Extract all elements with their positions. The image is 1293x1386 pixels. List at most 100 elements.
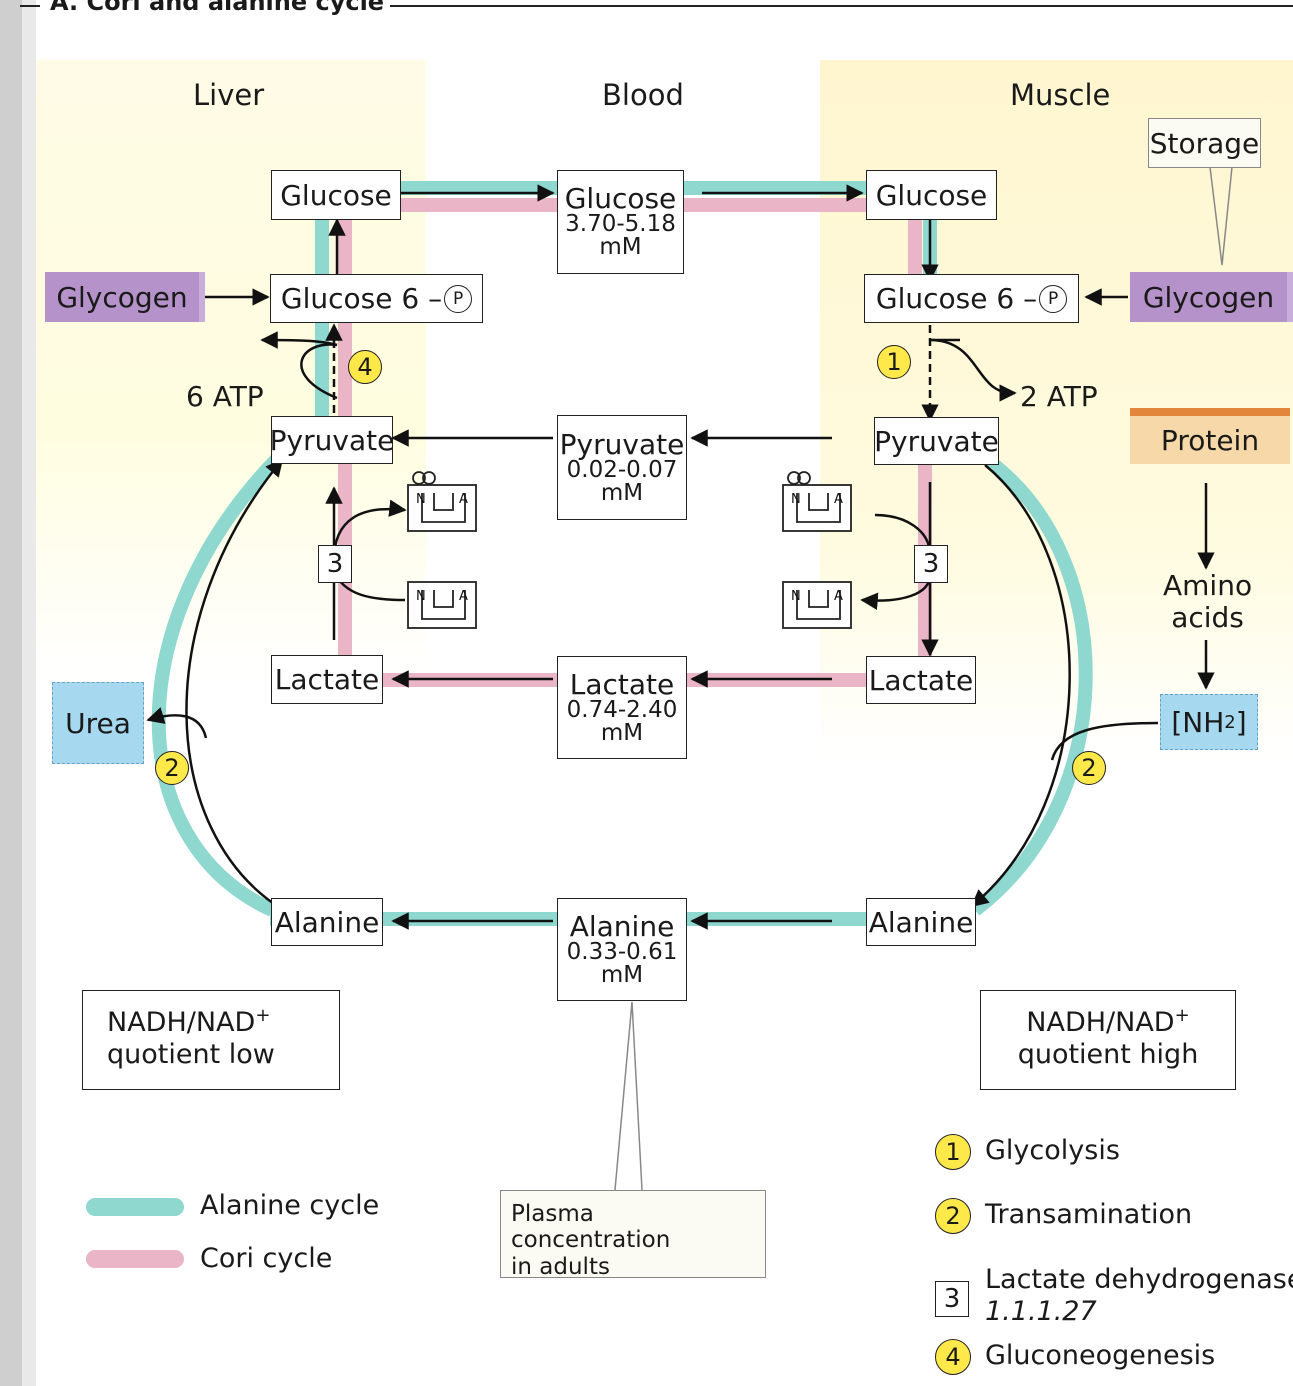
plasma-callout-pointer xyxy=(614,1001,643,1191)
legend-gluconeogenesis: Gluconeogenesis xyxy=(985,1340,1216,1371)
legend-cori-cycle: Cori cycle xyxy=(200,1243,333,1274)
liver-6atp: 6 ATP xyxy=(186,380,264,413)
blood-alanine-value: 0.33-0.61 xyxy=(566,938,678,965)
storage-callout-pointer xyxy=(1209,166,1233,266)
urea-box: Urea xyxy=(52,682,144,764)
liver-alanine: Alanine xyxy=(271,898,383,946)
liver-lactate-label: Lactate xyxy=(274,663,380,696)
muscle-lactate-label: Lactate xyxy=(868,663,974,697)
arrow-nh2-to-transamination xyxy=(1050,721,1159,761)
muscle-quotient-sup: + xyxy=(1174,1005,1190,1026)
muscle-quotient-line2: quotient high xyxy=(1017,1039,1199,1071)
muscle-pyruvate-label: Pyruvate xyxy=(874,424,999,458)
svg-text:A: A xyxy=(834,589,843,604)
muscle-glucose6-label: Glucose 6 xyxy=(875,282,1015,315)
muscle-glucose-6-phosphate: Glucose 6 –P xyxy=(864,274,1079,323)
marker-2-liver-transamination: 2 xyxy=(155,751,189,785)
legend-marker-3: 3 xyxy=(935,1281,969,1317)
legend-marker-2: 2 xyxy=(935,1198,971,1234)
blood-pyruvate-value: 0.02-0.07 xyxy=(566,456,678,483)
protein-label: Protein xyxy=(1160,423,1260,457)
svg-text:N: N xyxy=(791,589,801,604)
legend-alanine-cycle: Alanine cycle xyxy=(200,1190,380,1221)
nad-symbol-liver-bottom: N A xyxy=(407,581,477,629)
amino-acids-line2: acids xyxy=(1171,601,1244,635)
marker-3-liver-ldh: 3 xyxy=(318,545,352,583)
svg-text:N: N xyxy=(416,589,426,604)
legend-swatch-alanine xyxy=(86,1198,184,1216)
arrow-liver-to-urea xyxy=(146,707,208,739)
nh2-bracket: ] xyxy=(1235,705,1247,739)
page-edge-shadow-light xyxy=(22,0,36,1386)
region-liver: Liver xyxy=(193,78,265,112)
liver-lactate: Lactate xyxy=(271,655,383,704)
liver-glucose-6-phosphate: Glucose 6 –P xyxy=(270,274,483,323)
muscle-glucose: Glucose xyxy=(866,170,997,220)
liver-quotient-line1: NADH/NAD xyxy=(107,1007,256,1038)
legend-marker-4: 4 xyxy=(935,1339,971,1375)
muscle-alanine: Alanine xyxy=(866,898,976,946)
blood-glucose: Glucose 3.70-5.18 mM xyxy=(557,170,684,274)
nad-symbol-muscle-bottom: N A xyxy=(782,581,852,629)
blood-pyruvate-name: Pyruvate xyxy=(559,427,685,461)
muscle-nadh-quotient: NADH/NAD+ quotient high xyxy=(980,990,1236,1090)
muscle-glycogen: Glycogen xyxy=(1130,272,1293,322)
blood-pyruvate: Pyruvate 0.02-0.07 mM xyxy=(557,415,687,520)
plasma-concentration-note: Plasma concentration in adults xyxy=(500,1190,766,1280)
blood-glucose-name: Glucose xyxy=(564,182,677,215)
liver-pyruvate-label: Pyruvate xyxy=(269,423,395,457)
blood-lactate-unit: mM xyxy=(600,719,644,746)
svg-text:A: A xyxy=(459,492,468,507)
plasma-note-line1: Plasma concentration xyxy=(511,1201,671,1254)
liver-pyruvate: Pyruvate xyxy=(269,416,395,464)
svg-text:N: N xyxy=(416,492,426,507)
blood-glucose-value: 3.70-5.18 xyxy=(565,211,676,237)
legend-lactate-dehydrogenase: Lactate dehydrogenase xyxy=(985,1264,1293,1295)
liver-glycogen: Glycogen xyxy=(45,272,205,322)
marker-3-muscle-ldh: 3 xyxy=(914,545,948,583)
figure-title: A. Cori and alanine cycle xyxy=(50,0,385,16)
liver-glucose-label: Glucose xyxy=(280,178,392,212)
muscle-pyruvate: Pyruvate xyxy=(874,417,999,465)
header-rule xyxy=(390,5,1293,7)
phosphate-icon: P xyxy=(1039,284,1068,313)
storage-callout: Storage xyxy=(1148,118,1261,168)
legend-swatch-cori xyxy=(86,1250,184,1268)
svg-text:A: A xyxy=(459,589,468,604)
storage-label: Storage xyxy=(1149,126,1260,160)
legend-transamination: Transamination xyxy=(985,1199,1193,1230)
marker-2-muscle-transamination: 2 xyxy=(1072,751,1106,785)
blood-alanine-unit: mM xyxy=(600,961,644,988)
liver-glucose: Glucose xyxy=(271,170,401,220)
blood-lactate: Lactate 0.74-2.40 mM xyxy=(557,656,687,759)
legend-glycolysis: Glycolysis xyxy=(985,1135,1120,1166)
muscle-glycogen-label: Glycogen xyxy=(1142,280,1275,314)
phosphate-icon: P xyxy=(444,284,473,313)
marker-1-glycolysis: 1 xyxy=(877,345,911,379)
muscle-alanine-label: Alanine xyxy=(868,905,974,939)
nad-symbol-muscle-top: N A xyxy=(782,471,852,532)
arrow-muscle-pyruvate-to-alanine xyxy=(970,464,1071,908)
muscle-glucose-label: Glucose xyxy=(875,178,988,212)
svg-text:N: N xyxy=(791,492,801,507)
liver-nadh-quotient: NADH/NAD+ quotient low xyxy=(82,990,340,1090)
blood-alanine: Alanine 0.33-0.61 mM xyxy=(557,898,687,1001)
header-rule-left xyxy=(20,5,40,7)
muscle-2atp: 2 ATP xyxy=(1020,380,1098,413)
svg-text:A: A xyxy=(834,492,843,507)
amino-acids-label: Amino acids xyxy=(1163,569,1253,635)
page-edge-shadow xyxy=(0,0,22,1386)
nh2-subscript: 2 xyxy=(1224,711,1236,733)
blood-glucose-unit: mM xyxy=(599,234,642,260)
liver-quotient-line2: quotient low xyxy=(107,1039,275,1071)
muscle-quotient-line1: NADH/NAD xyxy=(1026,1007,1175,1038)
protein-box: Protein xyxy=(1130,408,1290,464)
blood-lactate-value: 0.74-2.40 xyxy=(566,696,678,723)
liver-quotient-sup: + xyxy=(255,1005,271,1026)
legend-marker-1: 1 xyxy=(935,1134,971,1170)
urea-label: Urea xyxy=(65,706,131,740)
liver-glucose6-label: Glucose 6 xyxy=(280,282,420,315)
marker-4-gluconeogenesis: 4 xyxy=(348,350,382,384)
amino-acids-line1: Amino xyxy=(1163,569,1253,602)
